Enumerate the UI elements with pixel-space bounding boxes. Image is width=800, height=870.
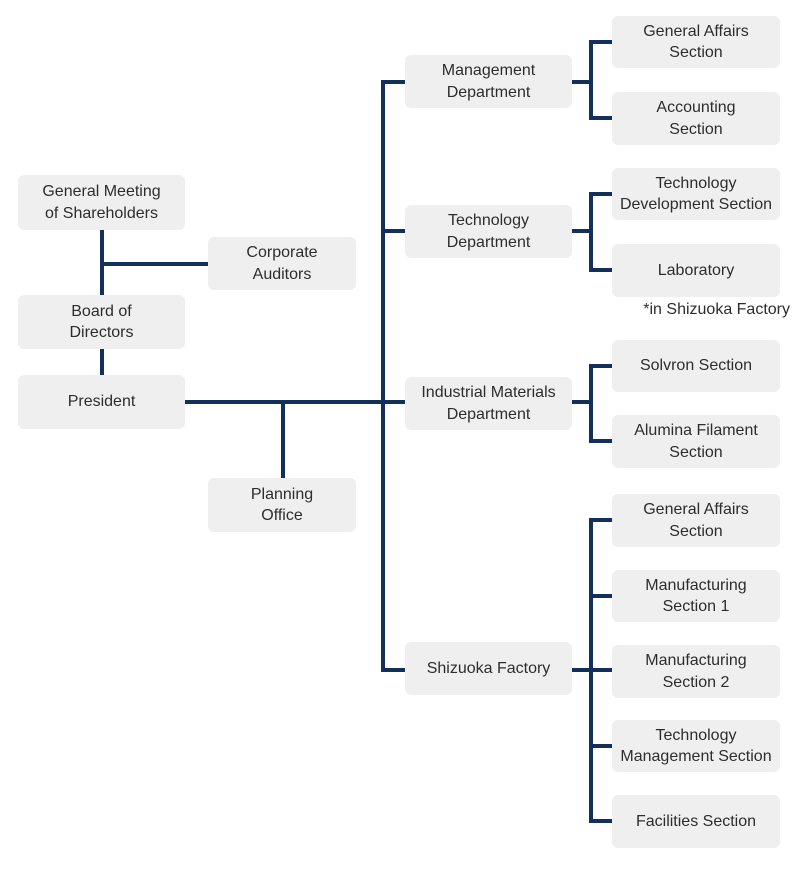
connector-trunk-to-shizuoka — [381, 668, 409, 672]
node-board-of-directors: Board of Directors — [18, 295, 185, 349]
connector-factory-rail — [589, 518, 593, 823]
node-general-meeting-of-shareholders: General Meeting of Shareholders — [18, 175, 185, 230]
connector-stub-manufacturing-1 — [589, 594, 615, 598]
node-solvron-section: Solvron Section — [612, 340, 780, 392]
connector-industrial-rail — [589, 364, 593, 443]
connector-stub-technology-management — [589, 744, 615, 748]
connector-management-rail — [589, 40, 593, 120]
node-manufacturing-section-1: Manufacturing Section 1 — [612, 570, 780, 622]
node-management-department: Management Department — [405, 55, 572, 108]
connector-technology-junction — [570, 229, 593, 233]
node-technology-department: Technology Department — [405, 205, 572, 258]
node-laboratory: Laboratory — [612, 244, 780, 297]
connector-technology-rail — [589, 192, 593, 272]
laboratory-footnote: *in Shizuoka Factory — [643, 301, 790, 318]
node-facilities-section: Facilities Section — [612, 795, 780, 848]
connector-trunk — [381, 80, 385, 672]
connector-president-main — [180, 400, 410, 404]
node-technology-management-section: Technology Management Section — [612, 720, 780, 772]
connector-board-to-president — [100, 345, 104, 381]
connector-stub-technology-development — [589, 192, 615, 196]
connector-to-planning-office — [281, 402, 285, 480]
node-shizuoka-factory: Shizuoka Factory — [405, 642, 572, 695]
node-alumina-filament-section: Alumina Filament Section — [612, 415, 780, 468]
connector-stub-facilities — [589, 819, 615, 823]
node-accounting-section: Accounting Section — [612, 92, 780, 145]
connector-industrial-junction — [570, 400, 593, 404]
connector-trunk-to-technology — [381, 229, 409, 233]
connector-stub-general-affairs-factory — [589, 518, 615, 522]
connector-stub-solvron — [589, 364, 615, 368]
connector-stub-general-affairs-hq — [589, 40, 615, 44]
connector-management-junction — [570, 80, 593, 84]
connector-stub-accounting — [589, 116, 615, 120]
connector-stub-laboratory — [589, 268, 615, 272]
node-president: President — [18, 375, 185, 429]
node-general-affairs-section-hq: General Affairs Section — [612, 16, 780, 68]
node-technology-development-section: Technology Development Section — [612, 168, 780, 220]
connector-to-corporate-auditors — [100, 262, 212, 266]
node-planning-office: Planning Office — [208, 478, 356, 532]
connector-trunk-to-management — [381, 80, 409, 84]
node-manufacturing-section-2: Manufacturing Section 2 — [612, 645, 780, 698]
node-corporate-auditors: Corporate Auditors — [208, 237, 356, 290]
node-industrial-materials-department: Industrial Materials Department — [405, 377, 572, 430]
connector-stub-alumina — [589, 439, 615, 443]
node-general-affairs-section-factory: General Affairs Section — [612, 494, 780, 547]
